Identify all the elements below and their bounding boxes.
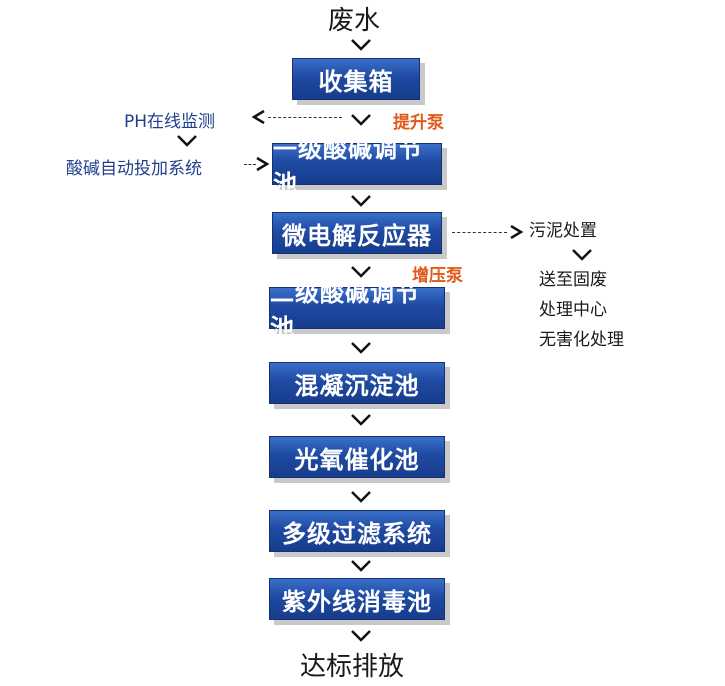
flow-arrow-icon: [350, 113, 372, 127]
booster-pump-label: 增压泵: [412, 266, 463, 286]
lift-pump-label: 提升泵: [393, 113, 444, 133]
flow-arrow-icon: [350, 341, 372, 355]
dashed-right-arrow-icon: [254, 157, 270, 171]
output-label: 达标排放: [300, 652, 405, 682]
dashed-connector: [268, 117, 342, 118]
flow-arrow-icon: [350, 38, 372, 52]
ph-monitor-label: PH在线监测: [124, 112, 216, 132]
step-primary-ph-tank: 一级酸碱调节池: [272, 135, 442, 198]
dashed-left-arrow-icon: [250, 110, 268, 124]
flow-arrow-icon: [350, 265, 372, 279]
sludge-step: 无害化处理: [539, 330, 624, 350]
step-collection-tank: 收集箱: [292, 58, 420, 100]
sludge-disposal-label: 污泥处置: [529, 221, 597, 241]
step-micro-electrolysis-reactor: 微电解反应器: [272, 212, 442, 254]
sludge-step: 送至固废: [539, 270, 607, 290]
ph-down-arrow-icon: [176, 134, 198, 148]
dosing-system-label: 酸碱自动投加系统: [66, 159, 202, 179]
step-uv-disinfection-tank: 紫外线消毒池: [269, 578, 445, 620]
step-secondary-ph-tank: 二级酸碱调节池: [269, 279, 445, 342]
sludge-down-arrow-icon: [571, 248, 593, 262]
input-label: 废水: [328, 6, 381, 36]
flow-arrow-icon: [350, 629, 372, 643]
flow-arrow-icon: [350, 413, 372, 427]
flow-arrow-icon: [350, 490, 372, 504]
step-coagulation-tank: 混凝沉淀池: [269, 362, 445, 404]
flow-arrow-icon: [350, 559, 372, 573]
flow-arrow-icon: [350, 194, 372, 208]
dashed-connector: [452, 232, 507, 233]
step-filtration-system: 多级过滤系统: [269, 510, 445, 552]
sludge-step: 处理中心: [539, 300, 607, 320]
step-photo-oxidation-tank: 光氧催化池: [269, 436, 445, 478]
dashed-connector: [244, 164, 256, 165]
dashed-right-arrow-icon: [508, 225, 524, 239]
